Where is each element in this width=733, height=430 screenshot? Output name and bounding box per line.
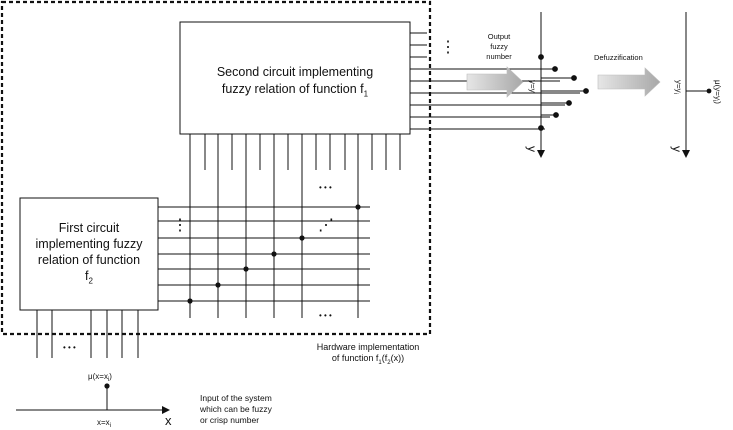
output-y-eq-label: y=yi xyxy=(526,80,537,94)
defuzz-label: Defuzzification xyxy=(594,53,643,62)
hdots-lower: • • • xyxy=(319,311,332,320)
input-x-eq-label: x=xi xyxy=(97,418,111,429)
hdots-upper: • • • xyxy=(319,183,332,192)
second-circuit-inputs xyxy=(189,134,401,318)
defuzz-y-axis-label: y xyxy=(670,146,684,152)
input-mu-label: μ(x=xi) xyxy=(88,372,112,383)
second-circuit-line1: Second circuit implementing xyxy=(216,65,374,79)
output-label: Output fuzzy number xyxy=(474,32,524,62)
output-membership-bars xyxy=(538,54,589,131)
first-circuit-line1: First circuit xyxy=(58,221,120,235)
output-line2: fuzzy xyxy=(490,42,508,51)
defuzz-mu-label: μ(y=yi) xyxy=(711,80,722,104)
first-circuit-line3: relation of function xyxy=(37,253,141,267)
input-x-axis-label: x xyxy=(165,413,172,428)
output-y-axis-label: y xyxy=(525,146,539,152)
first-circuit-outputs xyxy=(158,206,370,302)
hardware-label: Hardware implementation of function f1(f… xyxy=(298,342,438,369)
first-circuit-label: First circuit implementing fuzzy relatio… xyxy=(20,220,158,290)
defuzz-membership-dot xyxy=(706,88,712,94)
first-circuit-inputs xyxy=(36,310,139,358)
hardware-line1: Hardware implementation xyxy=(316,342,420,352)
vdots-top-right: ⋮ xyxy=(440,39,456,56)
hardware-boundary xyxy=(0,0,432,336)
first-circuit-box xyxy=(19,197,159,311)
defuzz-y-eq-label: y=yi xyxy=(672,80,683,94)
first-circuit-line2: implementing fuzzy xyxy=(35,237,143,251)
second-circuit-box xyxy=(179,21,411,135)
input-membership-dot xyxy=(104,383,110,389)
hdots-input: • • • xyxy=(63,343,76,352)
input-desc-line1: Input of the system xyxy=(200,393,272,403)
vdots-left: ⋮ xyxy=(172,217,188,234)
input-desc-line2: which can be fuzzy xyxy=(200,404,272,414)
second-circuit-label: Second circuit implementing fuzzy relati… xyxy=(180,64,410,103)
output-line1: Output xyxy=(487,32,511,41)
first-circuit-line4: f2 xyxy=(85,269,93,286)
second-circuit-line2: fuzzy relation of function f1 xyxy=(221,82,369,99)
defuzzification-arrow xyxy=(597,67,661,97)
crossing-dots xyxy=(187,204,361,304)
output-arrow xyxy=(466,66,524,98)
ddots-diagonal: ⋰ xyxy=(318,217,334,234)
output-line3: number xyxy=(486,52,512,61)
hardware-line2: of function f1(f2(x)) xyxy=(331,353,405,366)
input-description: Input of the system which can be fuzzy o… xyxy=(200,393,272,426)
input-desc-line3: or crisp number xyxy=(200,415,260,425)
